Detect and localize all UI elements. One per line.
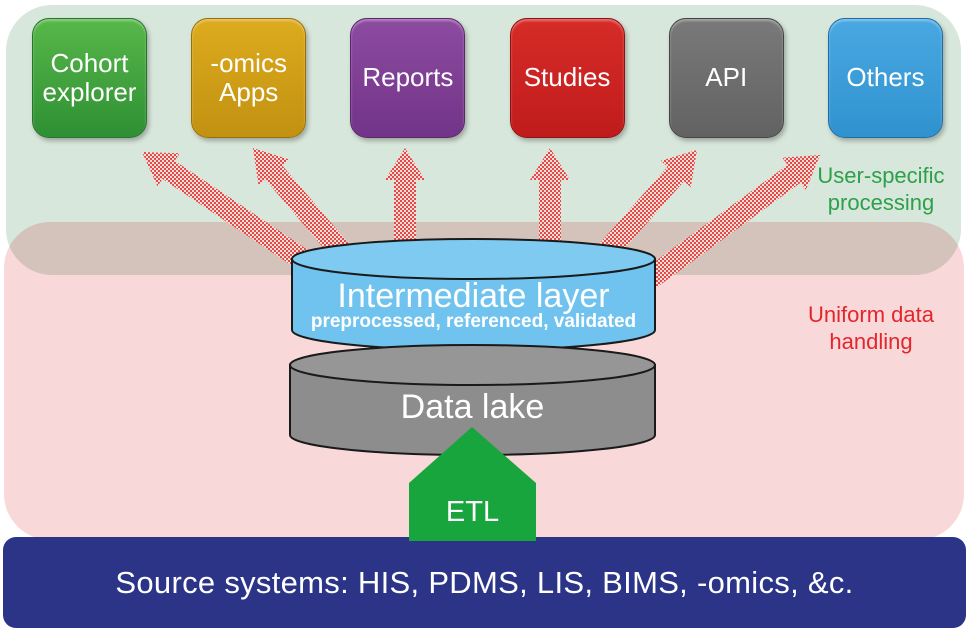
source-systems-text: Source systems: HIS, PDMS, LIS, BIMS, -o…: [115, 564, 854, 600]
app-label: Reports: [362, 62, 454, 93]
user-specific-note: User-specific processing: [817, 163, 945, 215]
app-box-studies: Studies: [509, 18, 625, 138]
uniform-handling-region: [4, 222, 964, 540]
app-label: Cohort explorer: [42, 47, 137, 107]
etl-label: ETL: [445, 496, 500, 528]
uniform-handling-note: Uniform data handling: [808, 302, 934, 354]
app-label: API: [705, 62, 748, 93]
app-label: Others: [846, 62, 925, 93]
app-label: -omics Apps: [210, 47, 287, 107]
data-lake-label: Data lake: [400, 388, 545, 426]
apps-row: Cohort explorer -omics Apps Reports Stud…: [32, 18, 943, 138]
app-box-reports: Reports: [350, 18, 466, 138]
intermediate-layer-subtitle: preprocessed, referenced, validated: [310, 311, 637, 332]
source-systems-bar: Source systems: HIS, PDMS, LIS, BIMS, -o…: [3, 537, 966, 628]
app-box-others: Others: [827, 18, 943, 138]
app-box-api: API: [668, 18, 784, 138]
app-box-cohort-explorer: Cohort explorer: [32, 18, 147, 138]
app-box-omics-apps: -omics Apps: [191, 18, 307, 138]
app-label: Studies: [523, 62, 611, 93]
